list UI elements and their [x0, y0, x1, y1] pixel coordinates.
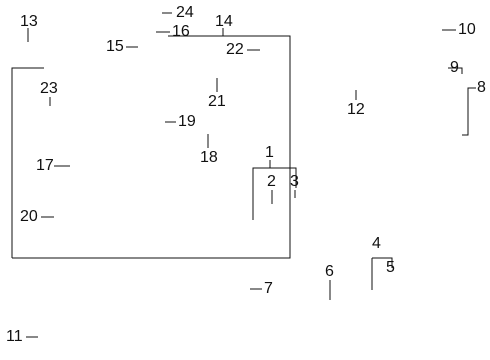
callout-15: 15	[106, 38, 124, 55]
callout-16: 16	[172, 23, 190, 40]
callout-17: 17	[36, 157, 54, 174]
callout-19: 19	[178, 113, 196, 130]
bracket-1	[252, 167, 297, 220]
assembly-14-frame	[11, 67, 44, 258]
callout-9: 9	[450, 59, 459, 76]
callout-4: 4	[372, 235, 381, 252]
callout-12: 12	[347, 101, 365, 118]
callout-6: 6	[325, 263, 334, 280]
callout-14: 14	[215, 13, 233, 30]
callout-22: 22	[226, 41, 244, 58]
callout-20: 20	[20, 208, 38, 225]
bracket-4-top	[372, 257, 393, 268]
assembly-14-frame-top	[12, 35, 291, 259]
callout-10: 10	[458, 21, 476, 38]
callout-23: 23	[40, 80, 58, 97]
callout-24: 24	[176, 4, 194, 21]
callout-1: 1	[265, 144, 274, 161]
callout-13: 13	[20, 13, 38, 30]
callout-3: 3	[290, 173, 299, 190]
callout-18: 18	[200, 149, 218, 166]
callout-21: 21	[208, 93, 226, 110]
leader-8	[462, 87, 476, 136]
callout-5: 5	[386, 259, 395, 276]
leader-9	[448, 67, 463, 74]
callout-11: 11	[6, 328, 23, 345]
callout-2: 2	[267, 173, 276, 190]
callout-8: 8	[477, 79, 486, 96]
callout-7: 7	[264, 280, 273, 297]
